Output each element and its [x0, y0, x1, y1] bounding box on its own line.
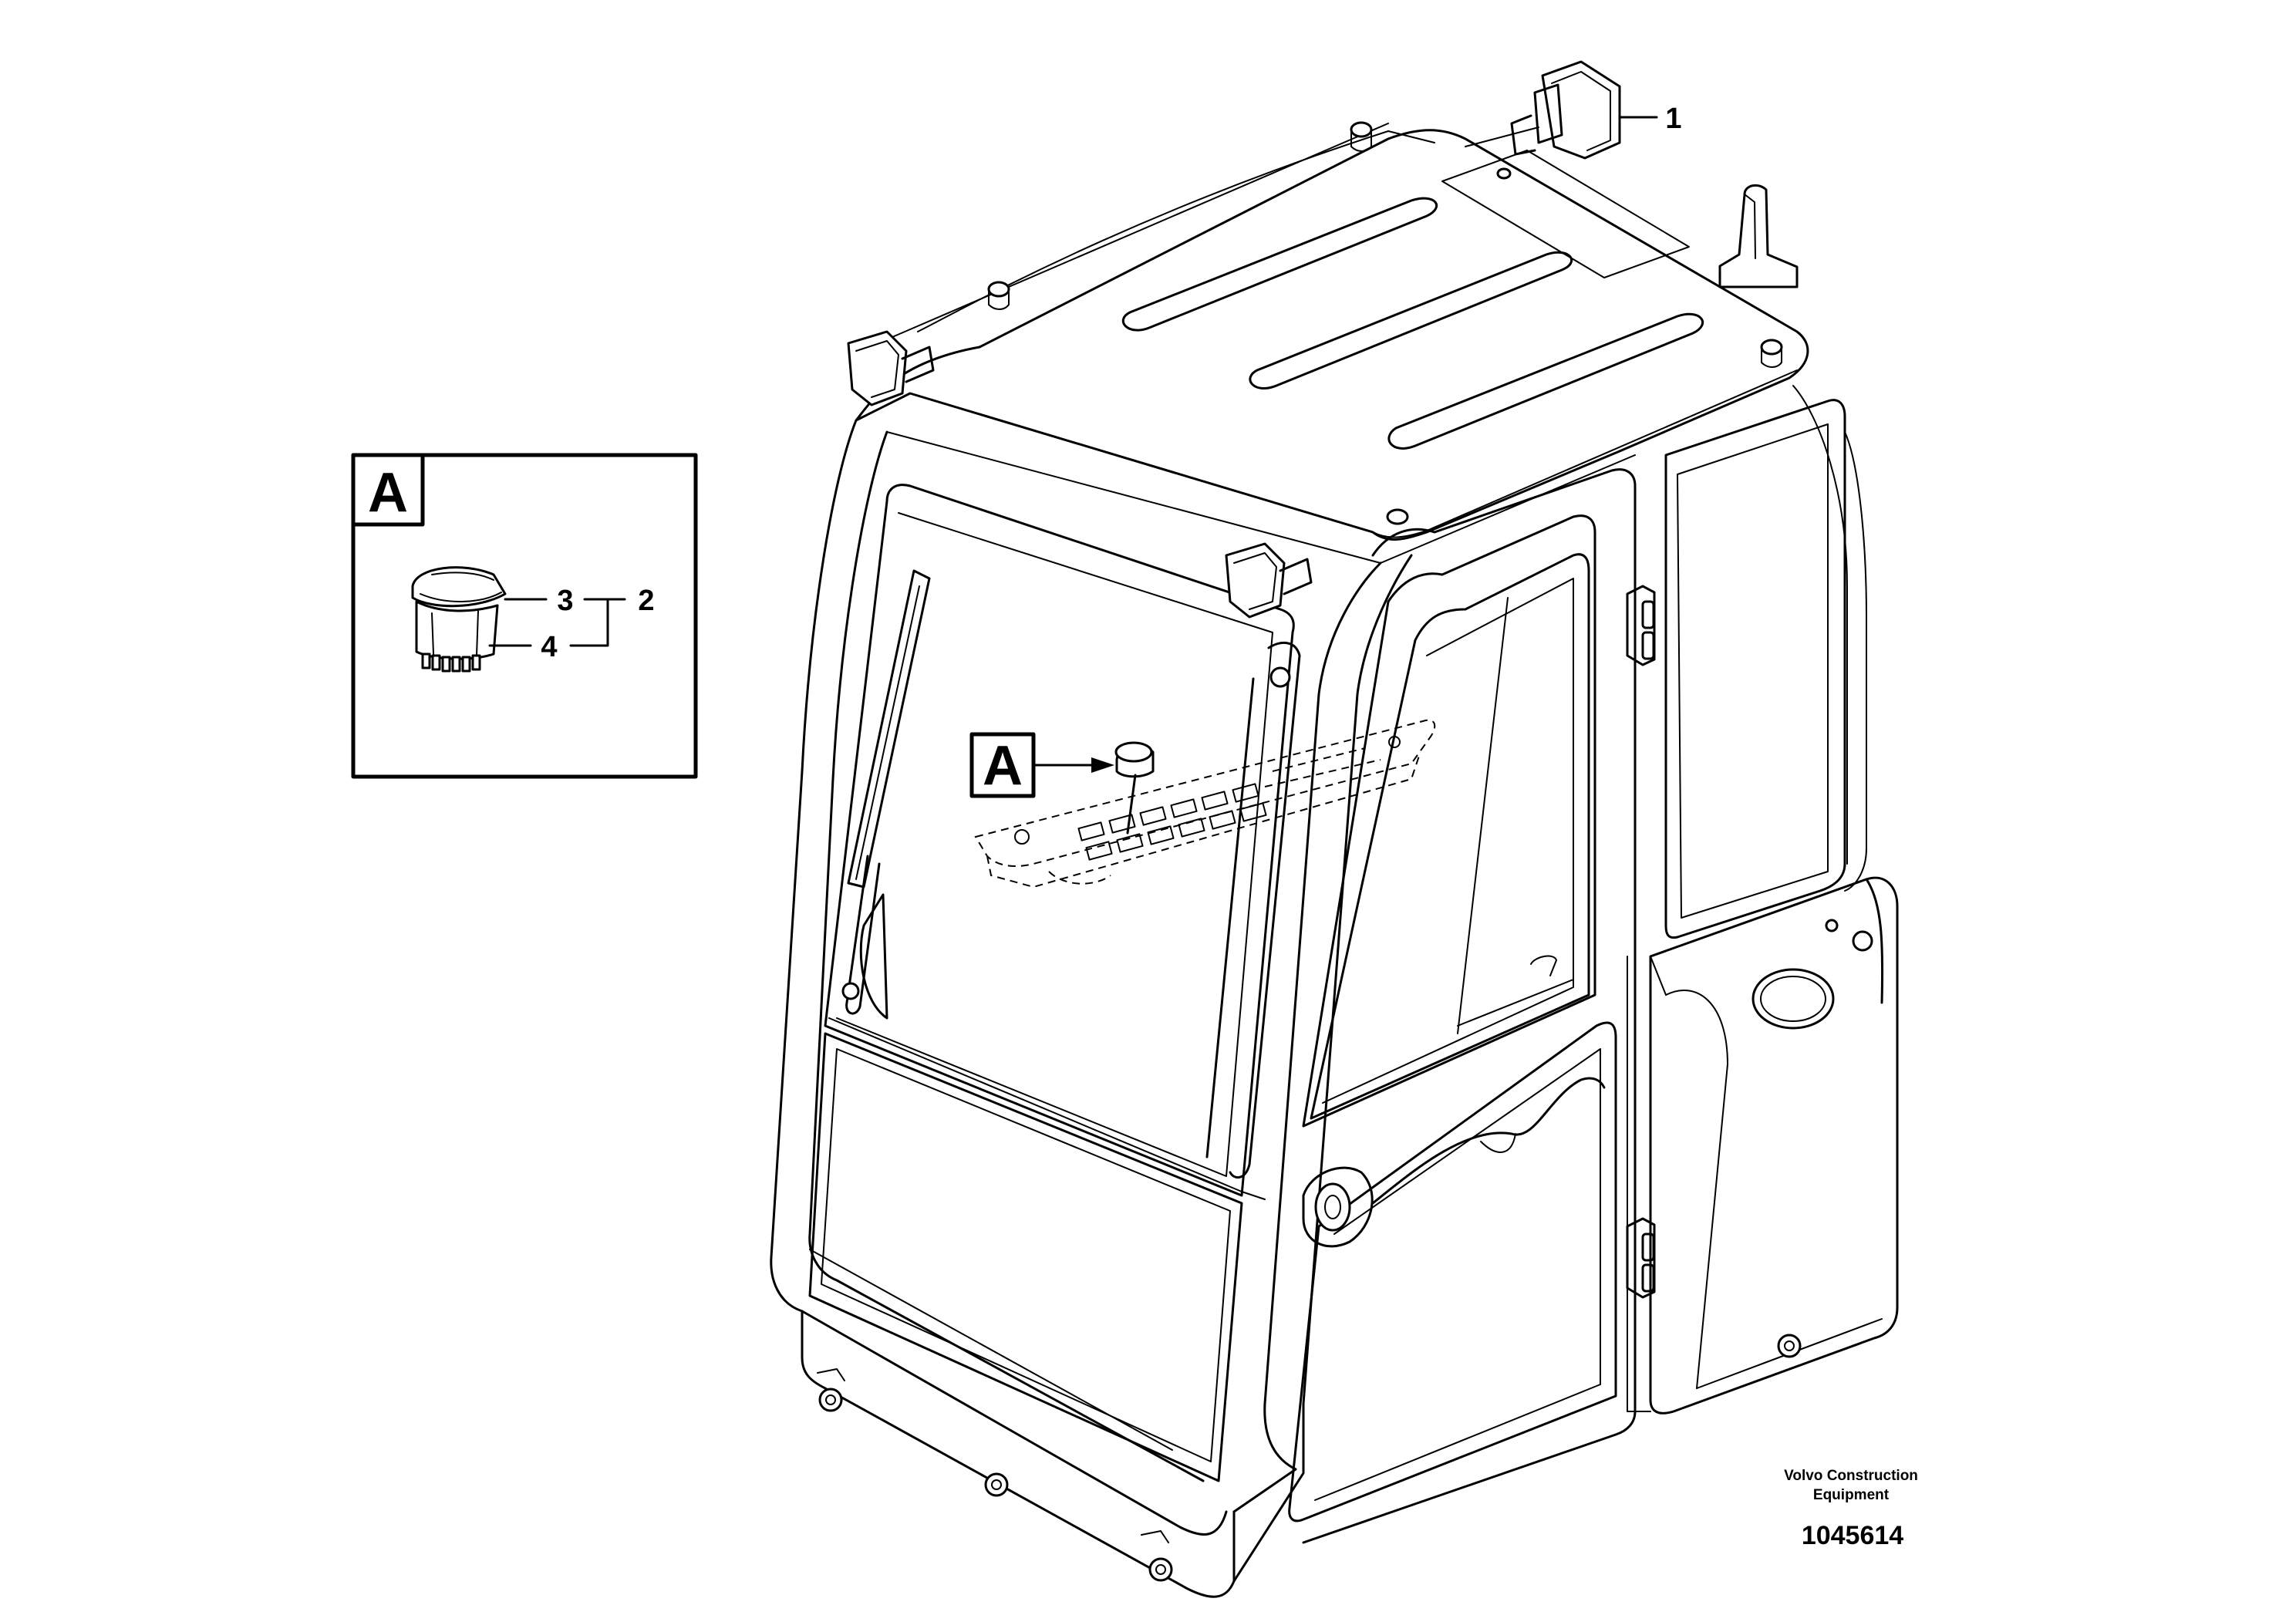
roof-rib-2 [1249, 251, 1573, 389]
roof-cable [917, 130, 1435, 332]
cab-roof-inner-edge [909, 369, 1798, 538]
reference-label: A [983, 735, 1023, 797]
switch-cap-part [411, 566, 507, 608]
title-block: Volvo Construction Equipment 1045614 [1784, 1468, 1918, 1550]
right-front-pillar [1232, 561, 1382, 1513]
roof-cable-2 [886, 123, 1389, 340]
callout-2: 2 [638, 585, 654, 617]
bracket-2 [569, 598, 609, 647]
door-handle [1302, 1166, 1374, 1248]
console-switch [1114, 741, 1155, 835]
switch-pins [421, 653, 481, 673]
front-handrail [1229, 641, 1301, 1179]
cab-rear-body [1649, 876, 1899, 1415]
callout-3: 3 [557, 585, 573, 617]
cab-door [1288, 468, 1637, 1544]
roof-rib-3 [1387, 312, 1704, 450]
lower-front-glass [808, 1032, 1243, 1482]
cab-bottom-frame [801, 1310, 1236, 1598]
roof-rib-1 [1121, 197, 1438, 332]
left-front-pillar [770, 419, 1228, 1536]
work-light-left [847, 330, 935, 406]
work-light-front [1225, 542, 1313, 619]
callout-1: 1 [1665, 103, 1681, 135]
front-windshield [824, 484, 1295, 1197]
roof-bolts [987, 121, 1783, 525]
company-name-line2: Equipment [1813, 1487, 1890, 1503]
wiper [841, 569, 931, 1020]
rear-roof-bracket [1718, 184, 1799, 288]
roof-rear-panel [1441, 150, 1690, 278]
detail-view-a: A 3 4 2 [351, 453, 698, 779]
rear-mirror-light [1465, 60, 1621, 160]
operator-cab [770, 121, 1899, 1598]
rear-side-window [1664, 399, 1846, 939]
detail-frame [351, 453, 698, 779]
door-window [1310, 553, 1590, 1120]
switch-body-part [415, 600, 499, 673]
console-switch-row [1077, 783, 1267, 861]
reference-callout-a: A [969, 732, 1114, 798]
overhead-console [974, 719, 1436, 889]
round-access-cover [1752, 968, 1835, 1030]
door-lower-panel [1288, 1021, 1617, 1523]
detail-label-box [351, 453, 425, 527]
frame-bolts [817, 1368, 1173, 1582]
company-name-line1: Volvo Construction [1784, 1468, 1918, 1484]
document-number: 1045614 [1802, 1521, 1903, 1550]
detail-label: A [368, 462, 408, 524]
callout-4: 4 [541, 631, 557, 663]
